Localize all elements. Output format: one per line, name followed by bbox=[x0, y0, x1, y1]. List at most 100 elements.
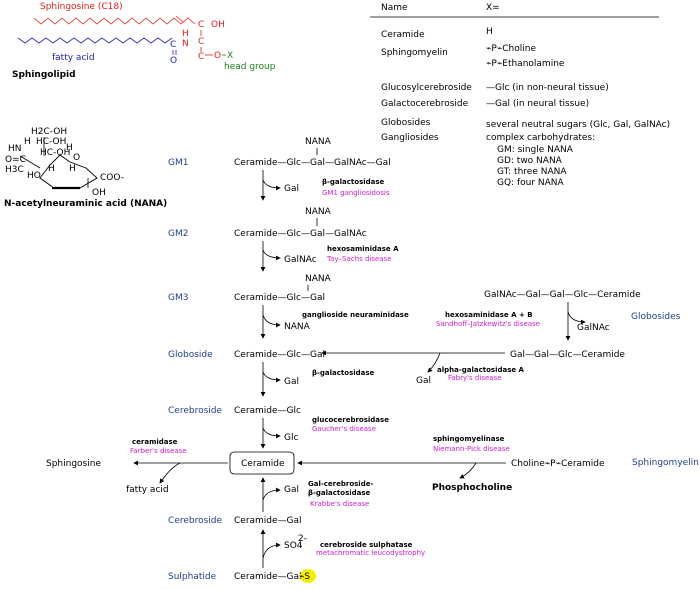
nana-atom: HC-OH bbox=[40, 148, 70, 158]
table-row-x: —Gal (in neural tissue) bbox=[486, 99, 589, 109]
name-table: Name X= Ceramide H Sphingomyelin ⌁P⌁Chol… bbox=[370, 3, 670, 188]
pathway-formula-globoside: Ceramide—Glc—Gal bbox=[234, 350, 325, 360]
ganglio-note: GM: single NANA bbox=[497, 145, 574, 155]
sphingomyelin-formula: Choline⌁P⌁Ceramide bbox=[511, 459, 605, 469]
x-group: X bbox=[227, 51, 233, 61]
nana-branch-gm2: NANA bbox=[305, 207, 332, 217]
globoside-product: GalNAc bbox=[577, 323, 610, 333]
n-atom: N bbox=[182, 39, 189, 49]
globoside-side-arrow bbox=[567, 311, 586, 325]
step-product: Gal bbox=[284, 184, 299, 194]
niemann-pick-disease: Niemann-Pick disease bbox=[433, 445, 510, 453]
pathway-label-globoside: Globoside bbox=[168, 350, 213, 360]
step-product: Gal bbox=[284, 485, 299, 495]
o-atom: O bbox=[214, 51, 221, 61]
table-row-x: —Glc (in non-neural tissue) bbox=[486, 83, 609, 93]
phosphocholine-product: Phosphocholine bbox=[432, 483, 512, 493]
h-atom: H bbox=[182, 29, 189, 39]
double-bond bbox=[175, 15, 184, 23]
farber-disease: Farber's disease bbox=[130, 447, 187, 455]
step-product: GalNAc bbox=[284, 255, 317, 265]
ganglio-note: GQ: four NANA bbox=[497, 178, 565, 188]
sulphate-highlight bbox=[300, 569, 316, 583]
pathway-label-sulphatide: Sulphatide bbox=[168, 572, 217, 582]
step-enzyme: hexosaminidase A bbox=[327, 245, 399, 253]
pathway-formula-gm3: Ceramide—Glc—Gal bbox=[234, 293, 325, 303]
fatty-acid-label: fatty acid bbox=[52, 53, 95, 63]
pathway-formula-sulphatide: Ceramide—Gal bbox=[234, 572, 302, 582]
table-row-x: H bbox=[486, 27, 493, 37]
table-row-x: complex carbohydrates: bbox=[486, 133, 595, 143]
sphingomyelinase-enzyme: sphingomyelinase bbox=[433, 435, 505, 443]
pathway-label-gm2: GM2 bbox=[168, 229, 188, 239]
globoside-top-formula: GalNAc—Gal—Gal—Glc—Ceramide bbox=[484, 290, 641, 300]
nana-atom: H bbox=[24, 137, 31, 147]
table-row-name: Globosides bbox=[381, 118, 431, 128]
nana-atom: O bbox=[73, 153, 80, 163]
fatty-acid-product: fatty acid bbox=[126, 485, 169, 495]
c-atom-fa: C bbox=[170, 40, 176, 50]
side-arrow bbox=[262, 179, 281, 191]
fatty-acid-chain bbox=[17, 37, 173, 44]
side-arrow bbox=[262, 487, 281, 501]
nana-branch-gm3: NANA bbox=[305, 274, 332, 284]
step-product: NANA bbox=[284, 322, 311, 332]
step-enzyme: cerebroside sulphatase bbox=[320, 541, 413, 549]
sphingolipid-structure: Sphingosine (C18) C OH H N C C O X head … bbox=[12, 2, 276, 80]
step-product: Glc bbox=[284, 433, 298, 443]
nana-atom: H bbox=[66, 143, 73, 153]
pathway-formula-glc: Ceramide—Glc bbox=[234, 406, 301, 416]
fabry-disease: Fabry's disease bbox=[448, 374, 502, 382]
fatty-acid-arrow bbox=[159, 462, 181, 484]
nana-atom: O=C bbox=[5, 155, 26, 165]
c-atom-3: C bbox=[198, 52, 204, 62]
sphingosine-label: Sphingosine (C18) bbox=[40, 2, 123, 12]
pathway-label-cerebroside-glc: Cerebroside bbox=[168, 406, 222, 416]
head-group-label: head group bbox=[224, 62, 276, 72]
step-disease: metachromatic leucodystrophy bbox=[316, 549, 425, 557]
step-product: SO4 bbox=[284, 541, 303, 551]
nana-atom: HN bbox=[8, 144, 22, 154]
side-arrow bbox=[262, 314, 281, 328]
c-atom-2: C bbox=[198, 37, 204, 47]
nana-atom: OH bbox=[92, 188, 106, 198]
sphingomyelin-label: Sphingomyelin bbox=[632, 458, 699, 468]
step-disease: Krabbe's disease bbox=[310, 500, 369, 508]
step-product-charge: 2- bbox=[298, 534, 307, 544]
table-row-name: Gangliosides bbox=[381, 133, 439, 143]
degradation-pathway: GM1 Ceramide—Glc—Gal—GalNAc—Gal NANA GM2… bbox=[46, 137, 699, 583]
o-atom-fa: O bbox=[170, 56, 177, 66]
table-row-x: ⌁P⌁Choline bbox=[486, 44, 536, 54]
step-enzyme: glucocerebrosidase bbox=[312, 416, 389, 424]
nana-atom: H2C-OH bbox=[31, 127, 67, 137]
globoside-disease: Sandhoff–Jatzkewitz's disease bbox=[436, 320, 540, 328]
fabry-product: Gal bbox=[416, 376, 431, 386]
table-row-x: several neutral sugars (Glc, Gal, GalNAc… bbox=[486, 120, 670, 130]
table-row-name: Ceramide bbox=[381, 30, 425, 40]
nana-atom: HC-OH bbox=[36, 137, 66, 147]
nana-structure: H2C-OH HC-OH HC-OH H HN O=C H3C HO H H H… bbox=[4, 127, 167, 209]
pathway-formula-gm2: Ceramide—Glc—Gal—GalNAc bbox=[234, 229, 367, 239]
step-enzyme: β-galactosidase bbox=[322, 178, 385, 186]
step-disease: Tay–Sachs disease bbox=[326, 255, 392, 263]
step-disease: Gaucher's disease bbox=[312, 425, 376, 433]
table-row-name: Sphingomyelin bbox=[381, 48, 448, 58]
nana-atom: HO bbox=[27, 171, 41, 181]
table-row-name: Glucosylcerebroside bbox=[381, 83, 472, 93]
fabry-side-arrow bbox=[427, 352, 441, 373]
pathway-label-cerebroside-gal: Cerebroside bbox=[168, 516, 222, 526]
table-row-x: ⌁P⌁Ethanolamine bbox=[486, 59, 565, 69]
pathway-label-gm1: GM1 bbox=[168, 158, 188, 168]
step-product: Gal bbox=[284, 377, 299, 387]
table-header-x: X= bbox=[486, 3, 500, 13]
step-enzyme: β-galactosidase bbox=[312, 369, 375, 377]
ganglio-note: GT: three NANA bbox=[497, 167, 567, 177]
nana-atom: H bbox=[69, 164, 76, 174]
pathway-label-gm3: GM3 bbox=[168, 293, 188, 303]
globoside-enzyme: hexosaminidase A + B bbox=[445, 311, 533, 319]
nana-bond bbox=[19, 155, 41, 169]
side-arrow bbox=[262, 371, 281, 383]
nana-atom: COO- bbox=[100, 173, 124, 183]
step-enzyme-line2: β-galactosidase bbox=[308, 489, 371, 497]
